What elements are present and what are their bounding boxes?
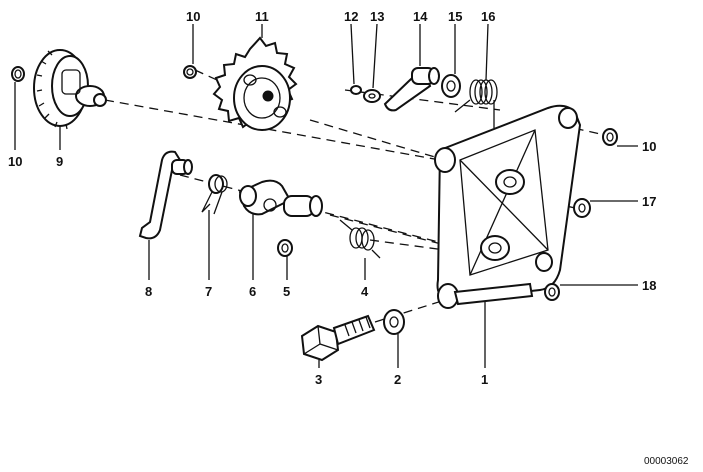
callout-1: 1: [481, 372, 488, 387]
callout-16: 16: [481, 9, 495, 24]
leader-lines: [14, 23, 638, 368]
part-1-bracket: [434, 104, 582, 309]
part-18-circlip: [544, 283, 560, 301]
callout-7: 7: [205, 284, 212, 299]
part-17-circlip: [573, 198, 591, 218]
callout-5: 5: [283, 284, 290, 299]
part-4-spring: [339, 219, 381, 259]
part-8-hook-lever: [138, 150, 193, 240]
part-6-eccentric: [238, 179, 323, 217]
callout-2: 2: [394, 372, 401, 387]
part-15-washer: [441, 74, 461, 98]
callout-3: 3: [315, 372, 322, 387]
callout-labels: 10 11 12 13 14 15 16 10 17 18 10 9 8 7 6…: [8, 9, 656, 387]
callout-9: 9: [56, 154, 63, 169]
callout-4: 4: [361, 284, 369, 299]
callout-8: 8: [145, 284, 152, 299]
part-10-circlip-upper: [183, 65, 197, 79]
part-12-nut: [350, 85, 362, 95]
part-5-washer: [277, 239, 293, 257]
callout-11: 11: [255, 9, 269, 24]
part-13-spring-washer: [363, 89, 381, 103]
callout-10-left: 10: [8, 154, 22, 169]
callout-17: 17: [642, 194, 656, 209]
part-2-washer: [383, 309, 405, 335]
part-11-sprocket: [212, 36, 298, 131]
part-3-hex-bolt: [300, 314, 376, 362]
callout-13: 13: [370, 9, 384, 24]
part-10-circlip-left: [11, 66, 25, 82]
part-16-torsion-spring: [454, 79, 498, 128]
callout-18: 18: [642, 278, 656, 293]
callout-12: 12: [344, 9, 358, 24]
callout-15: 15: [448, 9, 462, 24]
callout-14: 14: [413, 9, 428, 24]
part-10-circlip-right: [602, 128, 618, 146]
callout-10-top: 10: [186, 9, 200, 24]
callout-10-right: 10: [642, 139, 656, 154]
part-9-drive-gear: [33, 49, 107, 130]
diagram-reference-code: 00003062: [644, 456, 689, 467]
callout-6: 6: [249, 284, 256, 299]
part-14-lever: [383, 67, 440, 112]
part-7-spring-clip: [201, 174, 228, 215]
